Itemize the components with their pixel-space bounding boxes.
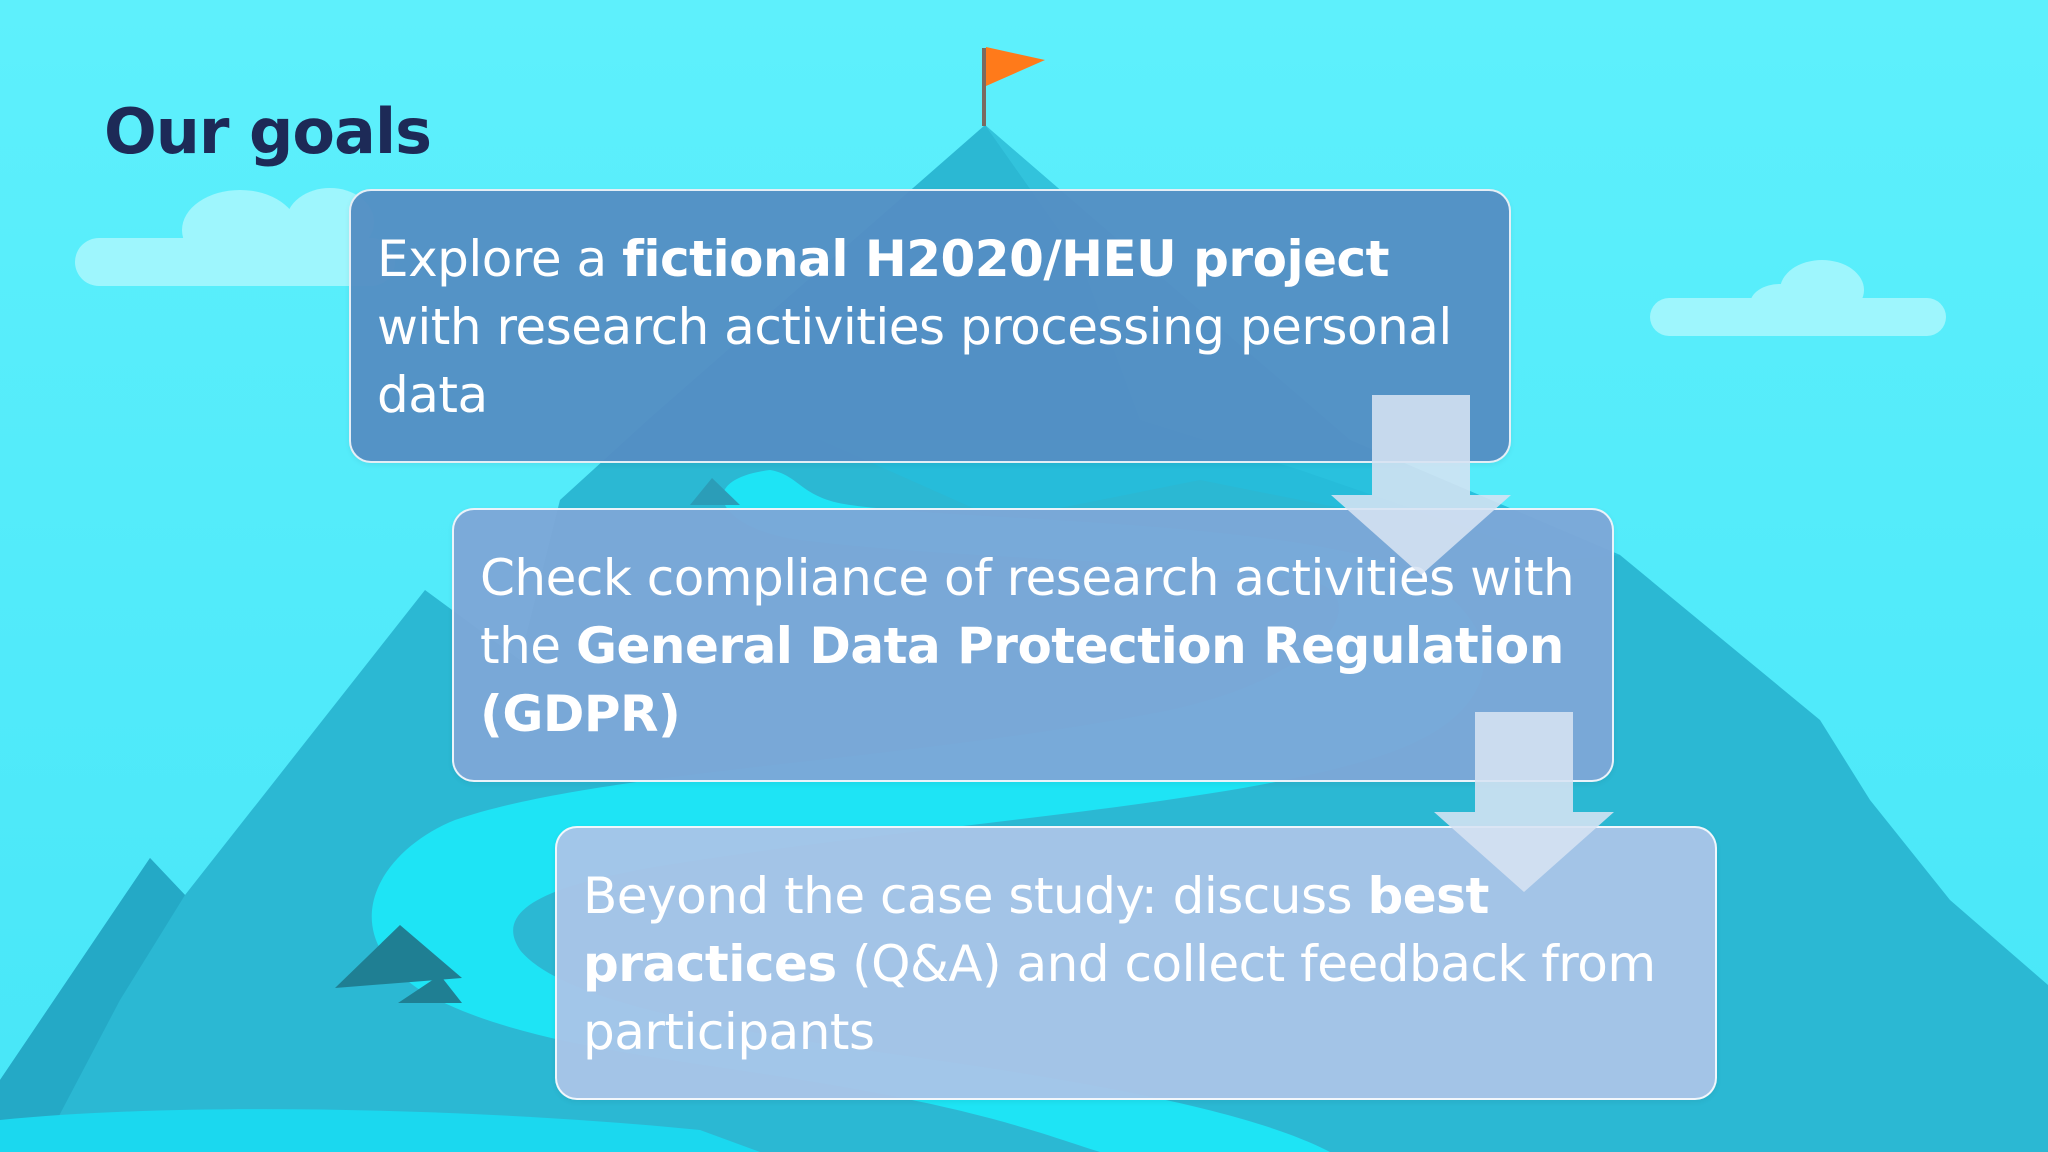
flag-icon (982, 47, 1045, 126)
cloud-left (75, 188, 395, 286)
goal-1-text-end: with research activities processing pers… (377, 298, 1452, 424)
rock-3 (690, 478, 740, 505)
goal-3-emphasis: best practices (583, 867, 1489, 993)
down-arrow-icon (1331, 395, 1511, 575)
cloud-right (1650, 260, 1946, 336)
goal-3-text: Beyond the case study: discuss (583, 867, 1368, 925)
goal-1-emphasis: fictional H2020/HEU project (622, 230, 1390, 288)
rock-1 (335, 925, 462, 988)
winding-path (371, 470, 1485, 1152)
rock-2 (398, 975, 462, 1003)
goal-box-3: Beyond the case study: discuss best prac… (555, 826, 1717, 1100)
goal-2-text: Check compliance of research activities … (480, 549, 1575, 675)
slide-title: Our goals (104, 95, 432, 168)
goal-2-emphasis: General Data Protection Regulation (GDPR… (480, 617, 1564, 743)
goal-3-text-end: (Q&A) and collect feedback from particip… (583, 935, 1656, 1061)
goal-box-1: Explore a fictional H2020/HEU project wi… (349, 189, 1511, 463)
goal-1-text: Explore a (377, 230, 623, 288)
down-arrow-icon (1434, 712, 1614, 892)
